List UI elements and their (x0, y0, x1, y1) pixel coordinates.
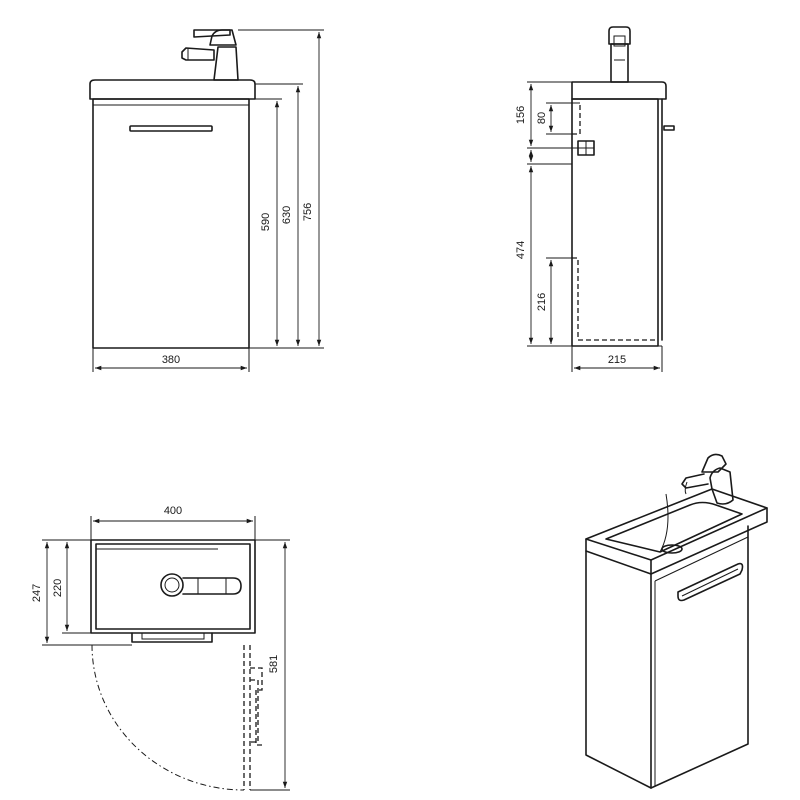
side-depth-label: 215 (608, 354, 626, 366)
front-width-label: 380 (162, 354, 180, 366)
isometric-view (586, 454, 767, 788)
top-inner-depth-label: 220 (52, 579, 64, 597)
top-width-label: 400 (164, 505, 182, 517)
front-handle (130, 126, 212, 131)
iso-faucet (682, 454, 733, 504)
top-door-swing-label: 581 (268, 655, 280, 673)
front-faucet (182, 30, 238, 80)
side-drain-height-label: 474 (515, 241, 527, 259)
side-faucet (609, 27, 630, 82)
side-drain-fitting (578, 141, 594, 155)
top-faucet (161, 574, 241, 596)
side-cabinet (572, 99, 658, 346)
top-view: 400 247 220 581 (31, 505, 290, 790)
front-cabinet-height-label: 630 (281, 206, 293, 224)
top-handle (132, 633, 212, 642)
top-outer-depth-label: 247 (31, 584, 43, 602)
front-basin (90, 80, 255, 99)
front-cabinet (93, 99, 249, 348)
front-view: 380 590 630 756 (90, 30, 324, 372)
top-basin-outer (91, 540, 255, 633)
side-top-offset-label: 156 (515, 106, 527, 124)
side-view: 156 80 474 216 215 (515, 27, 674, 372)
side-inner-offset-label: 80 (536, 112, 548, 124)
front-total-height-label: 756 (302, 203, 314, 221)
side-lower-height-label: 216 (536, 293, 548, 311)
front-body-height-label: 590 (260, 213, 272, 231)
top-door-swing-arc (92, 645, 244, 790)
side-basin (572, 82, 666, 99)
